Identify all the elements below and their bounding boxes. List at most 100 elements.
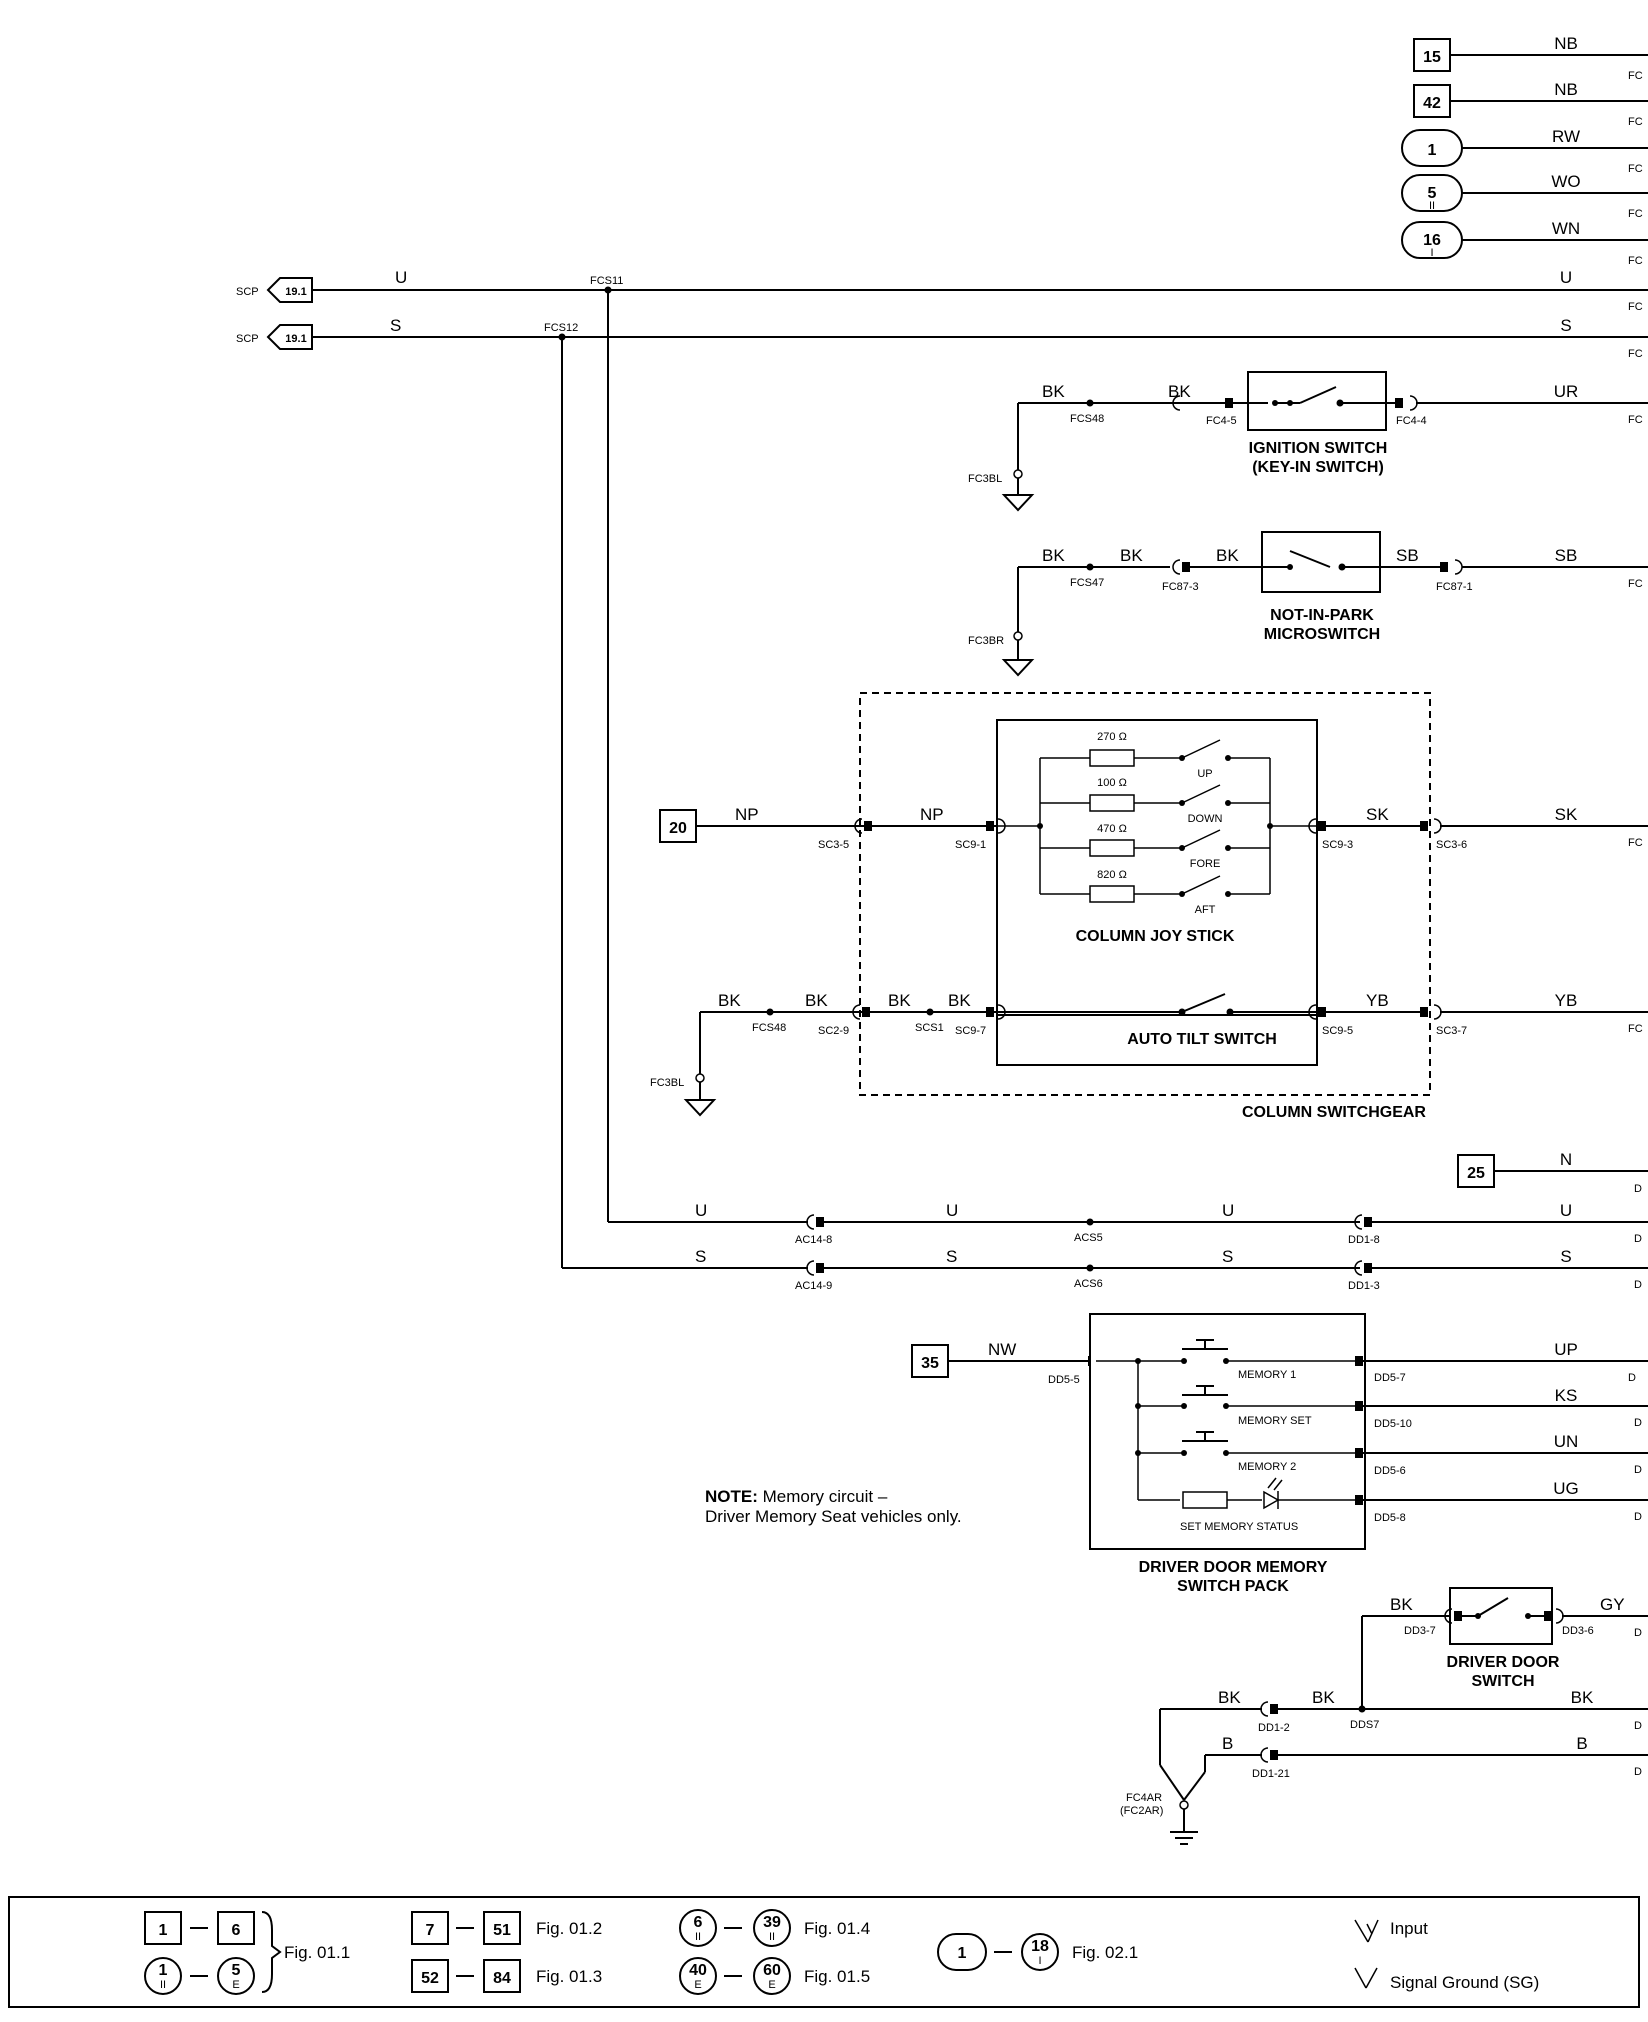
svg-text:FC4-4: FC4-4	[1396, 415, 1427, 427]
svg-text:SCP: SCP	[236, 286, 259, 298]
joystick-row-aft: 820 Ω AFT	[1040, 869, 1270, 916]
svg-text:D: D	[1634, 1511, 1642, 1523]
svg-text:U: U	[946, 1201, 958, 1220]
svg-text:470 Ω: 470 Ω	[1097, 823, 1127, 835]
svg-text:NP: NP	[920, 805, 944, 824]
svg-text:U: U	[1560, 1201, 1572, 1220]
svg-text:GY: GY	[1600, 1595, 1625, 1614]
svg-text:FC: FC	[1628, 208, 1643, 220]
joystick-label: COLUMN JOY STICK	[1076, 928, 1235, 945]
svg-text:40: 40	[689, 1962, 707, 1979]
svg-text:II: II	[1429, 200, 1435, 212]
svg-text:SC9-3: SC9-3	[1322, 839, 1353, 851]
svg-text:FCS47: FCS47	[1070, 577, 1104, 589]
svg-text:SCS1: SCS1	[915, 1022, 944, 1034]
svg-text:B: B	[1576, 1734, 1587, 1753]
svg-text:DD3-6: DD3-6	[1562, 1625, 1594, 1637]
svg-text:SB: SB	[1555, 546, 1578, 565]
svg-text:DD1-2: DD1-2	[1258, 1722, 1290, 1734]
svg-text:Fig. 01.2: Fig. 01.2	[536, 1919, 602, 1938]
svg-text:YB: YB	[1555, 991, 1578, 1010]
top-ref-1: 1 RW FC	[1401, 127, 1648, 175]
svg-text:AFT: AFT	[1195, 904, 1216, 916]
svg-text:FC3BL: FC3BL	[650, 1077, 684, 1089]
svg-text:I: I	[1038, 1955, 1041, 1967]
svg-text:BK: BK	[1168, 382, 1191, 401]
svg-text:D: D	[1634, 1279, 1642, 1291]
svg-text:DRIVER DOOR: DRIVER DOOR	[1447, 1654, 1560, 1671]
svg-text:WN: WN	[1552, 219, 1580, 238]
svg-text:D: D	[1634, 1417, 1642, 1429]
svg-text:COLUMN SWITCHGEAR: COLUMN SWITCHGEAR	[1242, 1104, 1426, 1121]
svg-text:BK: BK	[1042, 382, 1065, 401]
svg-text:Fig. 01.5: Fig. 01.5	[804, 1967, 870, 1986]
joystick-output: SC9-3 SK SC3-6 SK FC	[1308, 805, 1648, 851]
svg-text:DD5-8: DD5-8	[1374, 1512, 1406, 1524]
driver-door-switch: BK DD3-7 DD3-6 GY D DRIVER DOOR SWITCH D…	[1120, 1587, 1648, 1845]
svg-text:Fig. 02.1: Fig. 02.1	[1072, 1943, 1138, 1962]
svg-text:FC3BR: FC3BR	[968, 635, 1004, 647]
svg-text:19.1: 19.1	[285, 286, 306, 298]
input-symbol-icon	[1354, 1919, 1379, 1943]
svg-text:MICROSWITCH: MICROSWITCH	[1264, 626, 1380, 643]
ref-25: 25 N D	[1457, 1150, 1648, 1195]
svg-text:820 Ω: 820 Ω	[1097, 869, 1127, 881]
wire-u-lower: U AC14-8 U ACS5 U DD1-8 U D	[608, 1201, 1648, 1246]
svg-text:SC3-6: SC3-6	[1436, 839, 1467, 851]
svg-text:FC: FC	[1628, 70, 1643, 82]
svg-text:SC9-5: SC9-5	[1322, 1025, 1353, 1037]
svg-text:16: 16	[1423, 232, 1441, 249]
svg-text:SC3-7: SC3-7	[1436, 1025, 1467, 1037]
svg-text:25: 25	[1467, 1165, 1485, 1182]
svg-text:UR: UR	[1554, 382, 1579, 401]
signal-ground-icon	[1354, 1967, 1378, 1989]
svg-text:FC: FC	[1628, 301, 1643, 313]
svg-text:FC: FC	[1628, 163, 1643, 175]
svg-text:DD1-21: DD1-21	[1252, 1768, 1290, 1780]
svg-text:Fig. 01.4: Fig. 01.4	[804, 1919, 870, 1938]
svg-text:FORE: FORE	[1190, 858, 1221, 870]
joystick-row-up: 270 Ω UP	[1040, 731, 1270, 780]
bus-u: SCP 19.1 U FCS11 U FC	[236, 268, 1648, 313]
svg-text:1: 1	[159, 1962, 168, 1979]
svg-text:UN: UN	[1554, 1432, 1579, 1451]
svg-text:DD5-7: DD5-7	[1374, 1372, 1406, 1384]
svg-text:FC4-5: FC4-5	[1206, 415, 1237, 427]
svg-text:DDS7: DDS7	[1350, 1719, 1379, 1731]
ignition-switch: BK BK FCS48 FC3BL FC4-5 FC4-4 UR FC IGNI…	[968, 371, 1648, 512]
svg-text:42: 42	[1423, 95, 1441, 112]
svg-text:AC14-8: AC14-8	[795, 1234, 832, 1246]
svg-text:FCS12: FCS12	[544, 322, 578, 334]
svg-text:D: D	[1634, 1183, 1642, 1195]
svg-text:DOWN: DOWN	[1188, 813, 1223, 825]
svg-text:BK: BK	[1571, 1688, 1594, 1707]
svg-text:FC87-3: FC87-3	[1162, 581, 1199, 593]
svg-text:BK: BK	[718, 991, 741, 1010]
svg-text:BK: BK	[1390, 1595, 1413, 1614]
legend-group-fig-01-1: 1 6 1 II 5 E Fig. 01.1	[144, 1911, 350, 1995]
svg-text:DD3-7: DD3-7	[1404, 1625, 1436, 1637]
legend-group-fig-01-3: 52 84 Fig. 01.3	[411, 1959, 602, 1993]
joystick-row-fore: 470 Ω FORE	[1040, 823, 1270, 870]
svg-text:FC: FC	[1628, 255, 1643, 267]
note-line-2: Driver Memory Seat vehicles only.	[705, 1507, 962, 1526]
legend: 1 6 1 II 5 E Fig. 01.1 7 51 Fig. 01.2 52	[8, 1896, 1640, 2008]
signal-ground-label: Signal Ground (SG)	[1390, 1973, 1539, 1992]
svg-text:II: II	[769, 1931, 775, 1943]
svg-text:(FC2AR): (FC2AR)	[1120, 1805, 1163, 1817]
svg-text:UP: UP	[1197, 768, 1212, 780]
svg-text:DRIVER DOOR MEMORY: DRIVER DOOR MEMORY	[1139, 1559, 1328, 1576]
svg-text:FC: FC	[1628, 414, 1643, 426]
svg-text:NW: NW	[988, 1340, 1016, 1359]
svg-text:SK: SK	[1366, 805, 1389, 824]
svg-text:FC: FC	[1628, 837, 1643, 849]
svg-text:E: E	[232, 1979, 239, 1991]
svg-text:S: S	[946, 1247, 957, 1266]
svg-text:D: D	[1634, 1233, 1642, 1245]
svg-text:BK: BK	[948, 991, 971, 1010]
legend-group-fig-01-5: 40 E 60 E Fig. 01.5	[679, 1957, 870, 1995]
svg-text:SK: SK	[1555, 805, 1578, 824]
svg-text:NOT-IN-PARK: NOT-IN-PARK	[1270, 607, 1374, 624]
legend-group-fig-01-4: 6 II 39 II Fig. 01.4	[679, 1909, 870, 1947]
